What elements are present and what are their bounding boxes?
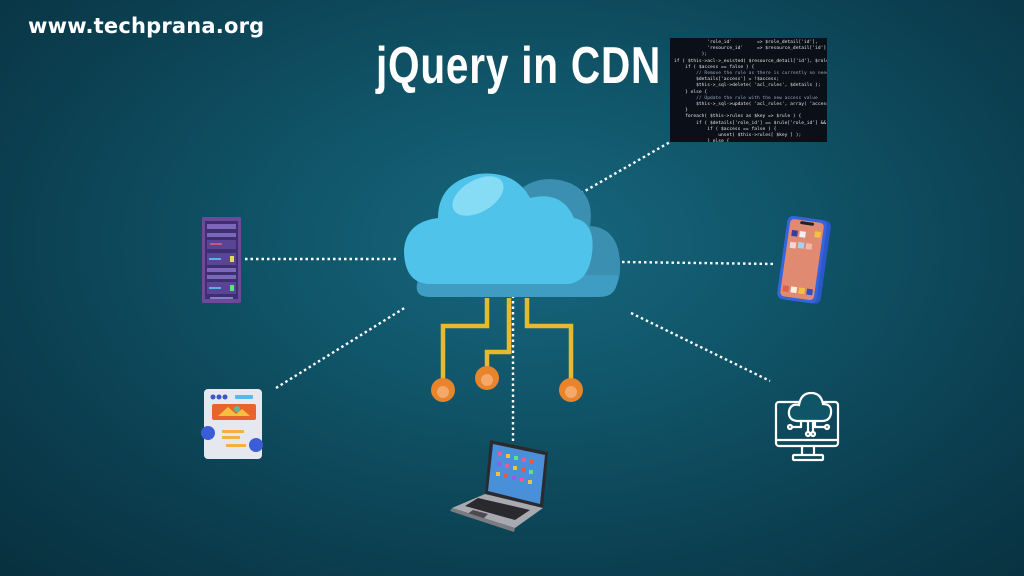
cloud-icon: [404, 173, 621, 297]
circuit-line-right: [524, 298, 574, 383]
code-line: $details['access'] = !$access;: [674, 77, 780, 83]
code-line: $this->_sql->update( 'acl_rules', array(…: [696, 102, 827, 108]
code-line: } else {: [674, 89, 708, 95]
server-icon: [202, 217, 241, 303]
code-line: // Update the rule with the new access v…: [674, 95, 818, 101]
code-line: $this->_sql->delete( 'acl_rules', $detai…: [674, 83, 821, 89]
code-line: );: [674, 52, 708, 58]
circuit-nodes: [431, 366, 583, 402]
circuit-line-middle: [484, 298, 512, 370]
code-line: } else {: [674, 139, 730, 142]
page-title: jQuery in CDN: [376, 37, 662, 95]
code-line: if ( $details['role_id'] == $rule['role_…: [696, 120, 827, 126]
code-line: 'role_id' => $role_detail['id'],: [674, 40, 818, 45]
circuit-line-left: [440, 298, 490, 383]
circuit-lines: [440, 298, 574, 383]
connector-lines: [245, 140, 776, 443]
code-screen-icon: 'role_id' => $role_detail['id'], 'resour…: [670, 38, 827, 142]
connector-monitor: [630, 311, 771, 383]
code-line: // Remove the rule as there is currently…: [696, 71, 827, 77]
code-line: unset( $this->rules[ $key ] );: [674, 133, 802, 139]
laptop-icon: [450, 440, 548, 532]
cloud-computing-monitor-icon: [774, 391, 840, 462]
code-line: if ( $this->acl->_existed( $resource_det…: [674, 58, 827, 64]
connector-phone: [621, 260, 776, 266]
code-line: if ( $access == false ) {: [674, 126, 777, 132]
connector-webpage: [275, 305, 407, 390]
connector-code: [537, 140, 671, 220]
code-line: 'resource_id' => $resource_detail['id'],: [674, 46, 827, 52]
web-page-icon: [201, 389, 263, 459]
code-line: foreach( $this->rules as $key => $rule )…: [674, 114, 802, 120]
site-url: www.techprana.org: [28, 14, 265, 38]
smartphone-icon: [777, 215, 831, 304]
code-line: }: [674, 108, 688, 114]
code-line: if ( $access == false ) {: [674, 64, 755, 70]
